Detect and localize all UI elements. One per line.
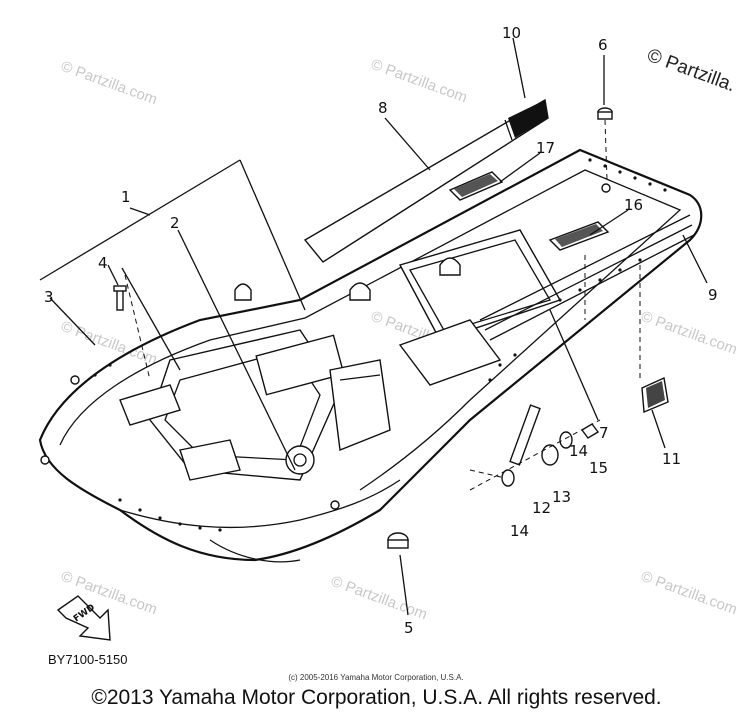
callout-3: 3 xyxy=(44,288,54,306)
fine-print: (c) 2005-2016 Yamaha Motor Corporation, … xyxy=(288,673,463,682)
callout-14b: 14 xyxy=(510,522,529,540)
copyright-footer: ©2013 Yamaha Motor Corporation, U.S.A. A… xyxy=(91,686,662,709)
callout-7: 7 xyxy=(599,424,609,442)
callout-2: 2 xyxy=(170,214,180,232)
watermark-text: © Partzilla.com xyxy=(329,573,430,624)
callout-4: 4 xyxy=(98,254,108,272)
trim-strip xyxy=(303,98,549,263)
decals xyxy=(448,171,669,414)
callout-9: 9 xyxy=(708,286,718,304)
fwd-arrow-icon: FWD xyxy=(56,595,111,641)
watermark-text: © Partzilla.com xyxy=(639,568,740,619)
callout-12: 12 xyxy=(532,499,551,517)
callout-17: 17 xyxy=(536,139,555,157)
callout-14a: 14 xyxy=(569,442,588,460)
callout-16: 16 xyxy=(624,196,643,214)
watermark-text: © Partzilla.com xyxy=(639,308,740,359)
part-code: BY7100-5150 xyxy=(48,652,128,667)
callout-15: 15 xyxy=(589,459,608,477)
callout-8: 8 xyxy=(378,99,388,117)
callout-numbers: 1 2 3 4 5 6 7 8 9 10 11 12 13 14 14 15 1… xyxy=(44,24,718,637)
hull-frame xyxy=(38,148,703,563)
leader-lines xyxy=(39,37,708,616)
loose-parts xyxy=(113,107,613,549)
callout-5: 5 xyxy=(404,619,414,637)
callout-10: 10 xyxy=(502,24,521,42)
callout-1: 1 xyxy=(121,188,131,206)
callout-13: 13 xyxy=(552,488,571,506)
watermark-text: © Partzilla.com xyxy=(59,58,160,109)
callout-11: 11 xyxy=(662,450,681,468)
callout-6: 6 xyxy=(598,36,608,54)
corner-watermark: © Partzilla. xyxy=(644,45,738,96)
